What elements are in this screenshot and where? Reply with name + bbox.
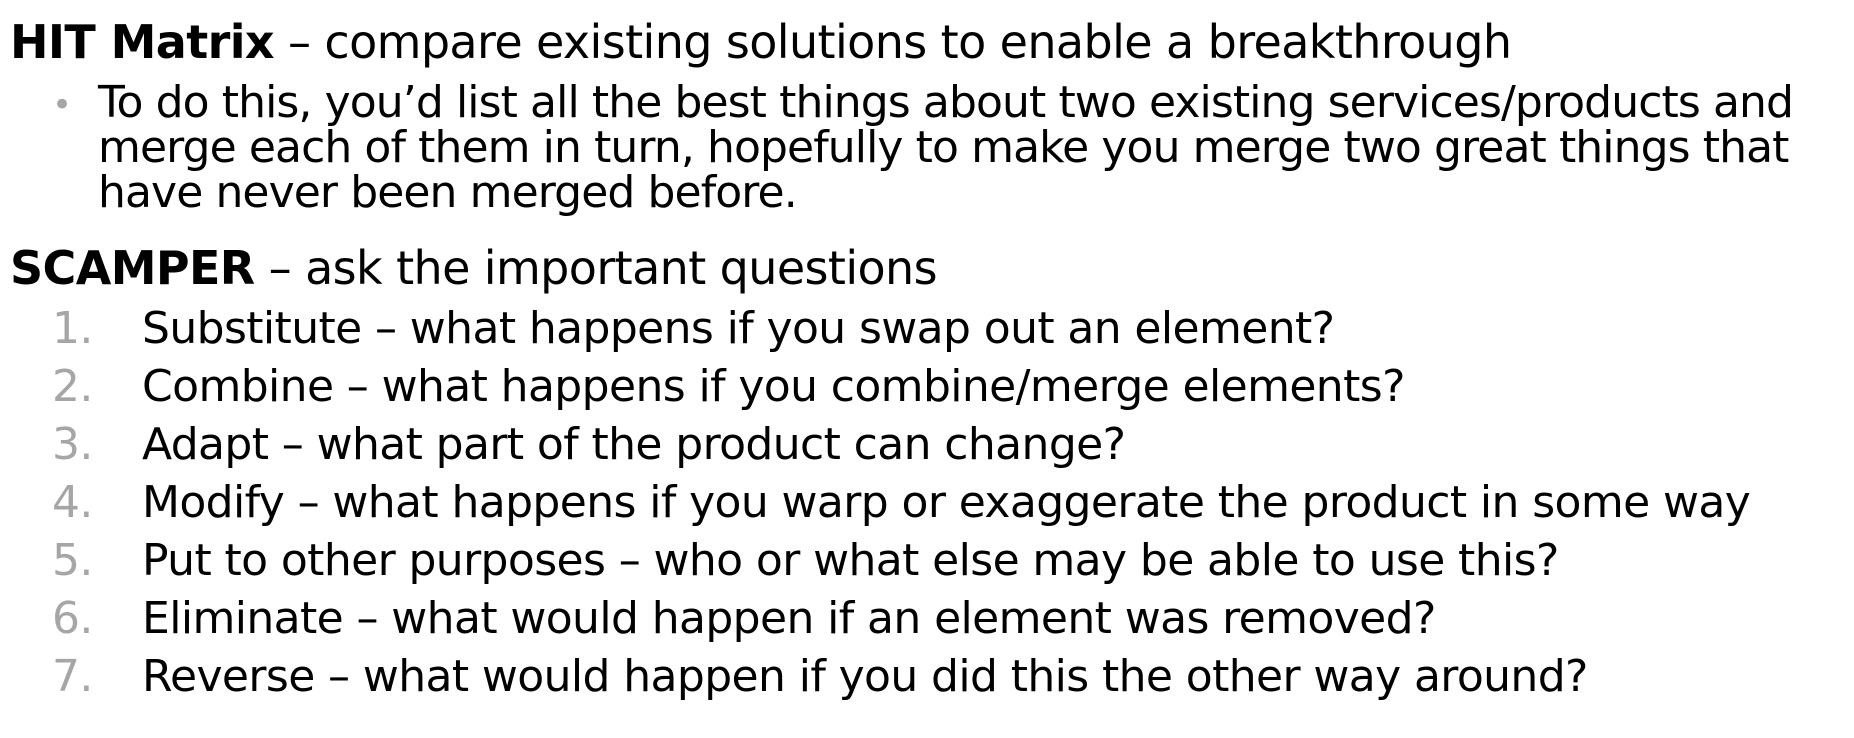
- list-text: Eliminate – what would happen if an elem…: [142, 593, 1436, 644]
- list-number: 3.: [52, 419, 93, 470]
- hit-matrix-title: HIT Matrix: [10, 15, 275, 69]
- description-line: merge each of them in turn, hopefully to…: [98, 122, 1789, 173]
- list-text: Substitute – what happens if you swap ou…: [142, 303, 1335, 354]
- scamper-subtitle: – ask the important questions: [254, 241, 938, 295]
- list-text: Adapt – what part of the product can cha…: [142, 419, 1126, 470]
- list-number: 2.: [52, 361, 93, 412]
- list-text: Modify – what happens if you warp or exa…: [142, 477, 1751, 528]
- list-text: Reverse – what would happen if you did t…: [142, 651, 1588, 702]
- bullet-dot-icon: •: [52, 85, 73, 125]
- list-item: 6. Eliminate – what would happen if an e…: [52, 590, 1842, 648]
- list-number: 6.: [52, 593, 93, 644]
- list-text: Put to other purposes – who or what else…: [142, 535, 1559, 586]
- list-item: 1. Substitute – what happens if you swap…: [52, 300, 1842, 358]
- list-number: 1.: [52, 303, 93, 354]
- list-number: 7.: [52, 651, 93, 702]
- scamper-title: SCAMPER: [10, 241, 255, 295]
- list-item: 7. Reverse – what would happen if you di…: [52, 648, 1842, 706]
- list-item: 4. Modify – what happens if you warp or …: [52, 474, 1842, 532]
- list-number: 4.: [52, 477, 93, 528]
- list-item: 5. Put to other purposes – who or what e…: [52, 532, 1842, 590]
- list-item: 3. Adapt – what part of the product can …: [52, 416, 1842, 474]
- list-text: Combine – what happens if you combine/me…: [142, 361, 1405, 412]
- hit-matrix-description: To do this, you’d list all the best thin…: [98, 80, 1854, 215]
- description-line: To do this, you’d list all the best thin…: [98, 77, 1794, 128]
- scamper-heading: SCAMPER – ask the important questions: [10, 240, 938, 296]
- list-number: 5.: [52, 535, 93, 586]
- list-item: 2. Combine – what happens if you combine…: [52, 358, 1842, 416]
- scamper-list: 1. Substitute – what happens if you swap…: [52, 300, 1842, 706]
- hit-matrix-subtitle: – compare existing solutions to enable a…: [273, 15, 1512, 69]
- hit-matrix-heading: HIT Matrix – compare existing solutions …: [10, 14, 1512, 70]
- description-line: have never been merged before.: [98, 167, 798, 218]
